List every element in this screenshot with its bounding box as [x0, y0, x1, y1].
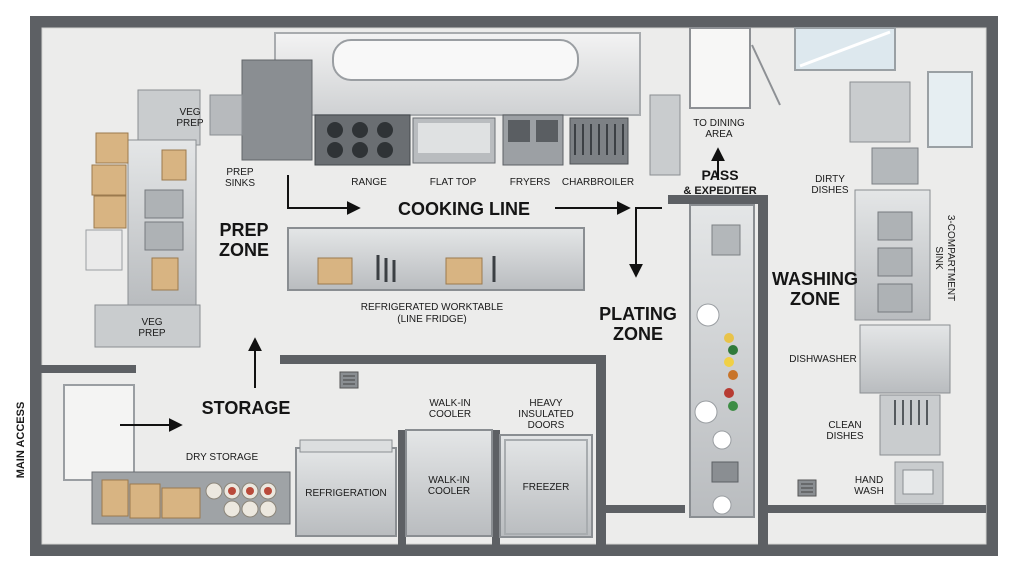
charbroiler-label: CHARBROILER [562, 177, 634, 188]
plating-zone-label-1: PLATING [599, 304, 677, 324]
walk-in-label-1: WALK-IN [429, 398, 470, 409]
prep-sink-2 [144, 221, 184, 251]
ticket-printer [711, 461, 739, 483]
heavy-doors-label-1: HEAVY [529, 398, 562, 409]
main-access-door [63, 384, 135, 481]
pass-label-2: & EXPEDITER [683, 185, 756, 197]
dirty-dish-counter [849, 81, 911, 143]
dirty-dishes-label-1: DIRTY [815, 174, 845, 185]
cutting-board [161, 149, 187, 181]
dirty-dishes-label-2: DISHES [811, 185, 849, 196]
main-access-label: MAIN ACCESS [15, 402, 27, 479]
heavy-doors-label-3: DOORS [528, 420, 565, 431]
cooking-line-label: COOKING LINE [398, 199, 530, 219]
floor-drain-icon [339, 371, 359, 389]
dishwasher-label: DISHWASHER [789, 354, 856, 365]
prep-sinks-rack [241, 59, 313, 161]
prep-zone-label-2: ZONE [219, 240, 269, 260]
plating-zone-label-2: ZONE [613, 324, 663, 344]
veg-prep-bottom-counter [94, 304, 201, 348]
veg-prep-bottom-label-2: PREP [138, 328, 166, 339]
storage-label: STORAGE [202, 398, 291, 418]
walk-in-cooler [405, 429, 493, 537]
washing-zone-label-2: ZONE [790, 289, 840, 309]
pass-label-1: PASS [701, 167, 738, 183]
prep-zone-label-1: PREP [219, 220, 268, 240]
wall-storage-top-left [36, 365, 136, 373]
window [927, 71, 973, 148]
dishwasher [859, 324, 951, 394]
to-dining-label-2: AREA [705, 129, 733, 140]
walk-in-label-2: COOLER [429, 409, 471, 420]
three-compartment-label-1: 3-COMPARTMENT [945, 215, 956, 301]
freezer-label: FREEZER [523, 482, 570, 493]
dining-door [689, 27, 751, 109]
freezer [499, 434, 593, 538]
wall-washing-bottom [768, 505, 986, 513]
hand-wash-label-1: HAND [855, 475, 883, 486]
wall-plating-bottom [600, 505, 685, 513]
prep-sinks-label-2: SINKS [225, 178, 255, 189]
clean-dishes-label-2: DISHES [826, 431, 864, 442]
veg-prep-top-label-2: PREP [176, 118, 204, 129]
veg-prep-top-label-1: VEG [179, 107, 200, 118]
washing-zone-label-1: WASHING [772, 269, 858, 289]
heavy-doors-label-2: INSULATED [518, 409, 573, 420]
to-dining-label-1: TO DINING [693, 118, 745, 129]
flat-top-label: FLAT TOP [430, 177, 477, 188]
plating-counter [689, 204, 755, 518]
wall-pass-top [668, 195, 768, 204]
dry-storage-label: DRY STORAGE [186, 452, 259, 463]
wall-washing-left [758, 195, 768, 545]
refrigeration-label: REFRIGERATION [305, 488, 386, 499]
walk-in-box-label-1: WALK-IN [428, 475, 469, 486]
wall-storage-right [596, 355, 606, 545]
walk-in-box-label-2: COOLER [428, 486, 470, 497]
range-label: RANGE [351, 177, 387, 188]
flow-arrows [120, 147, 725, 432]
clean-dishes-label-1: CLEAN [828, 420, 861, 431]
fryers-label: FRYERS [510, 177, 551, 188]
hand-wash-label-2: WASH [854, 486, 884, 497]
prep-sink-1 [144, 189, 184, 219]
veg-prep-bottom-label-1: VEG [141, 317, 162, 328]
refrigeration-unit [295, 447, 397, 537]
worktable-label-2: (LINE FRIDGE) [397, 314, 466, 325]
wall-storage-top [280, 355, 600, 364]
three-compartment-label-2: SINK [933, 246, 944, 270]
wall-unit [649, 94, 681, 176]
prep-sinks-label-1: PREP [226, 167, 254, 178]
worktable-label-1: REFRIGERATED WORKTABLE [361, 302, 504, 313]
